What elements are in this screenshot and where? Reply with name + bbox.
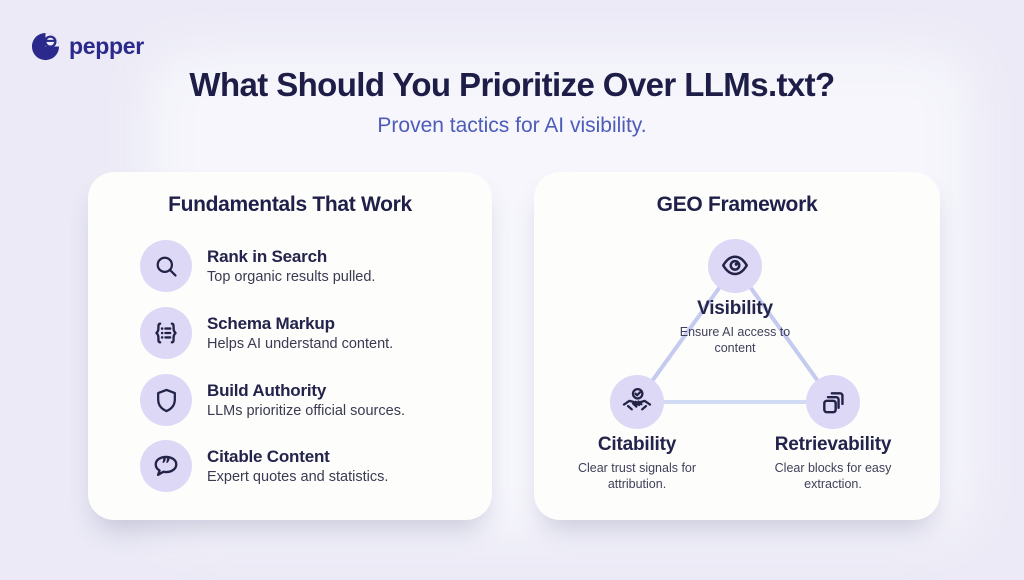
node-description: Clear trust signals for attribution. (577, 461, 697, 492)
list-item-text: Citable Content Expert quotes and statis… (207, 447, 388, 485)
item-description: LLMs prioritize official sources. (207, 403, 405, 419)
item-title: Schema Markup (207, 314, 335, 333)
svg-text:”: ” (161, 455, 171, 473)
list-item-schema-markup: Schema Markup Helps AI understand conten… (140, 307, 470, 359)
item-description: Top organic results pulled. (207, 269, 376, 285)
page-subtitle: Proven tactics for AI visibility. (377, 114, 647, 137)
geo-framework-card: GEO Framework Visibility Ensure AI acces… (534, 172, 940, 520)
brand-logo: pepper (30, 31, 144, 62)
node-visibility: Visibility Ensure AI access to content (645, 298, 825, 357)
shield-icon (140, 374, 192, 426)
item-title: Citable Content (207, 447, 330, 466)
node-citability: Citability Clear trust signals for attri… (554, 434, 720, 493)
fundamentals-card: Fundamentals That Work Rank in Search To… (88, 172, 492, 520)
item-title: Rank in Search (207, 247, 328, 266)
handshake-icon (610, 375, 664, 429)
list-item-rank-in-search: Rank in Search Top organic results pulle… (140, 240, 470, 292)
list-item-text: Schema Markup Helps AI understand conten… (207, 314, 393, 352)
fundamentals-card-title: Fundamentals That Work (168, 193, 412, 216)
search-icon (140, 240, 192, 292)
item-title: Build Authority (207, 381, 327, 400)
brand-name: pepper (69, 33, 144, 59)
list-item-citable-content: ” Citable Content Expert quotes and stat… (140, 440, 470, 492)
list-item-build-authority: Build Authority LLMs prioritize official… (140, 374, 470, 426)
list-item-text: Rank in Search Top organic results pulle… (207, 247, 375, 285)
node-title: Visibility (697, 298, 773, 319)
item-description: Helps AI understand content. (207, 336, 394, 352)
node-description: Ensure AI access to content (679, 325, 791, 356)
quote-bubble-icon: ” (140, 440, 192, 492)
schema-icon (140, 307, 192, 359)
node-description: Clear blocks for easy extraction. (774, 461, 892, 492)
geo-framework-card-title: GEO Framework (656, 193, 818, 216)
page-title: What Should You Prioritize Over LLMs.txt… (189, 66, 835, 103)
node-title: Citability (597, 434, 677, 455)
eye-icon (708, 239, 762, 293)
list-item-text: Build Authority LLMs prioritize official… (207, 381, 405, 419)
layers-icon (806, 375, 860, 429)
item-description: Expert quotes and statistics. (207, 469, 389, 485)
node-retrievability: Retrievability Clear blocks for easy ext… (750, 434, 916, 493)
pepper-logo-icon (30, 31, 61, 62)
node-title: Retrievability (774, 434, 892, 455)
